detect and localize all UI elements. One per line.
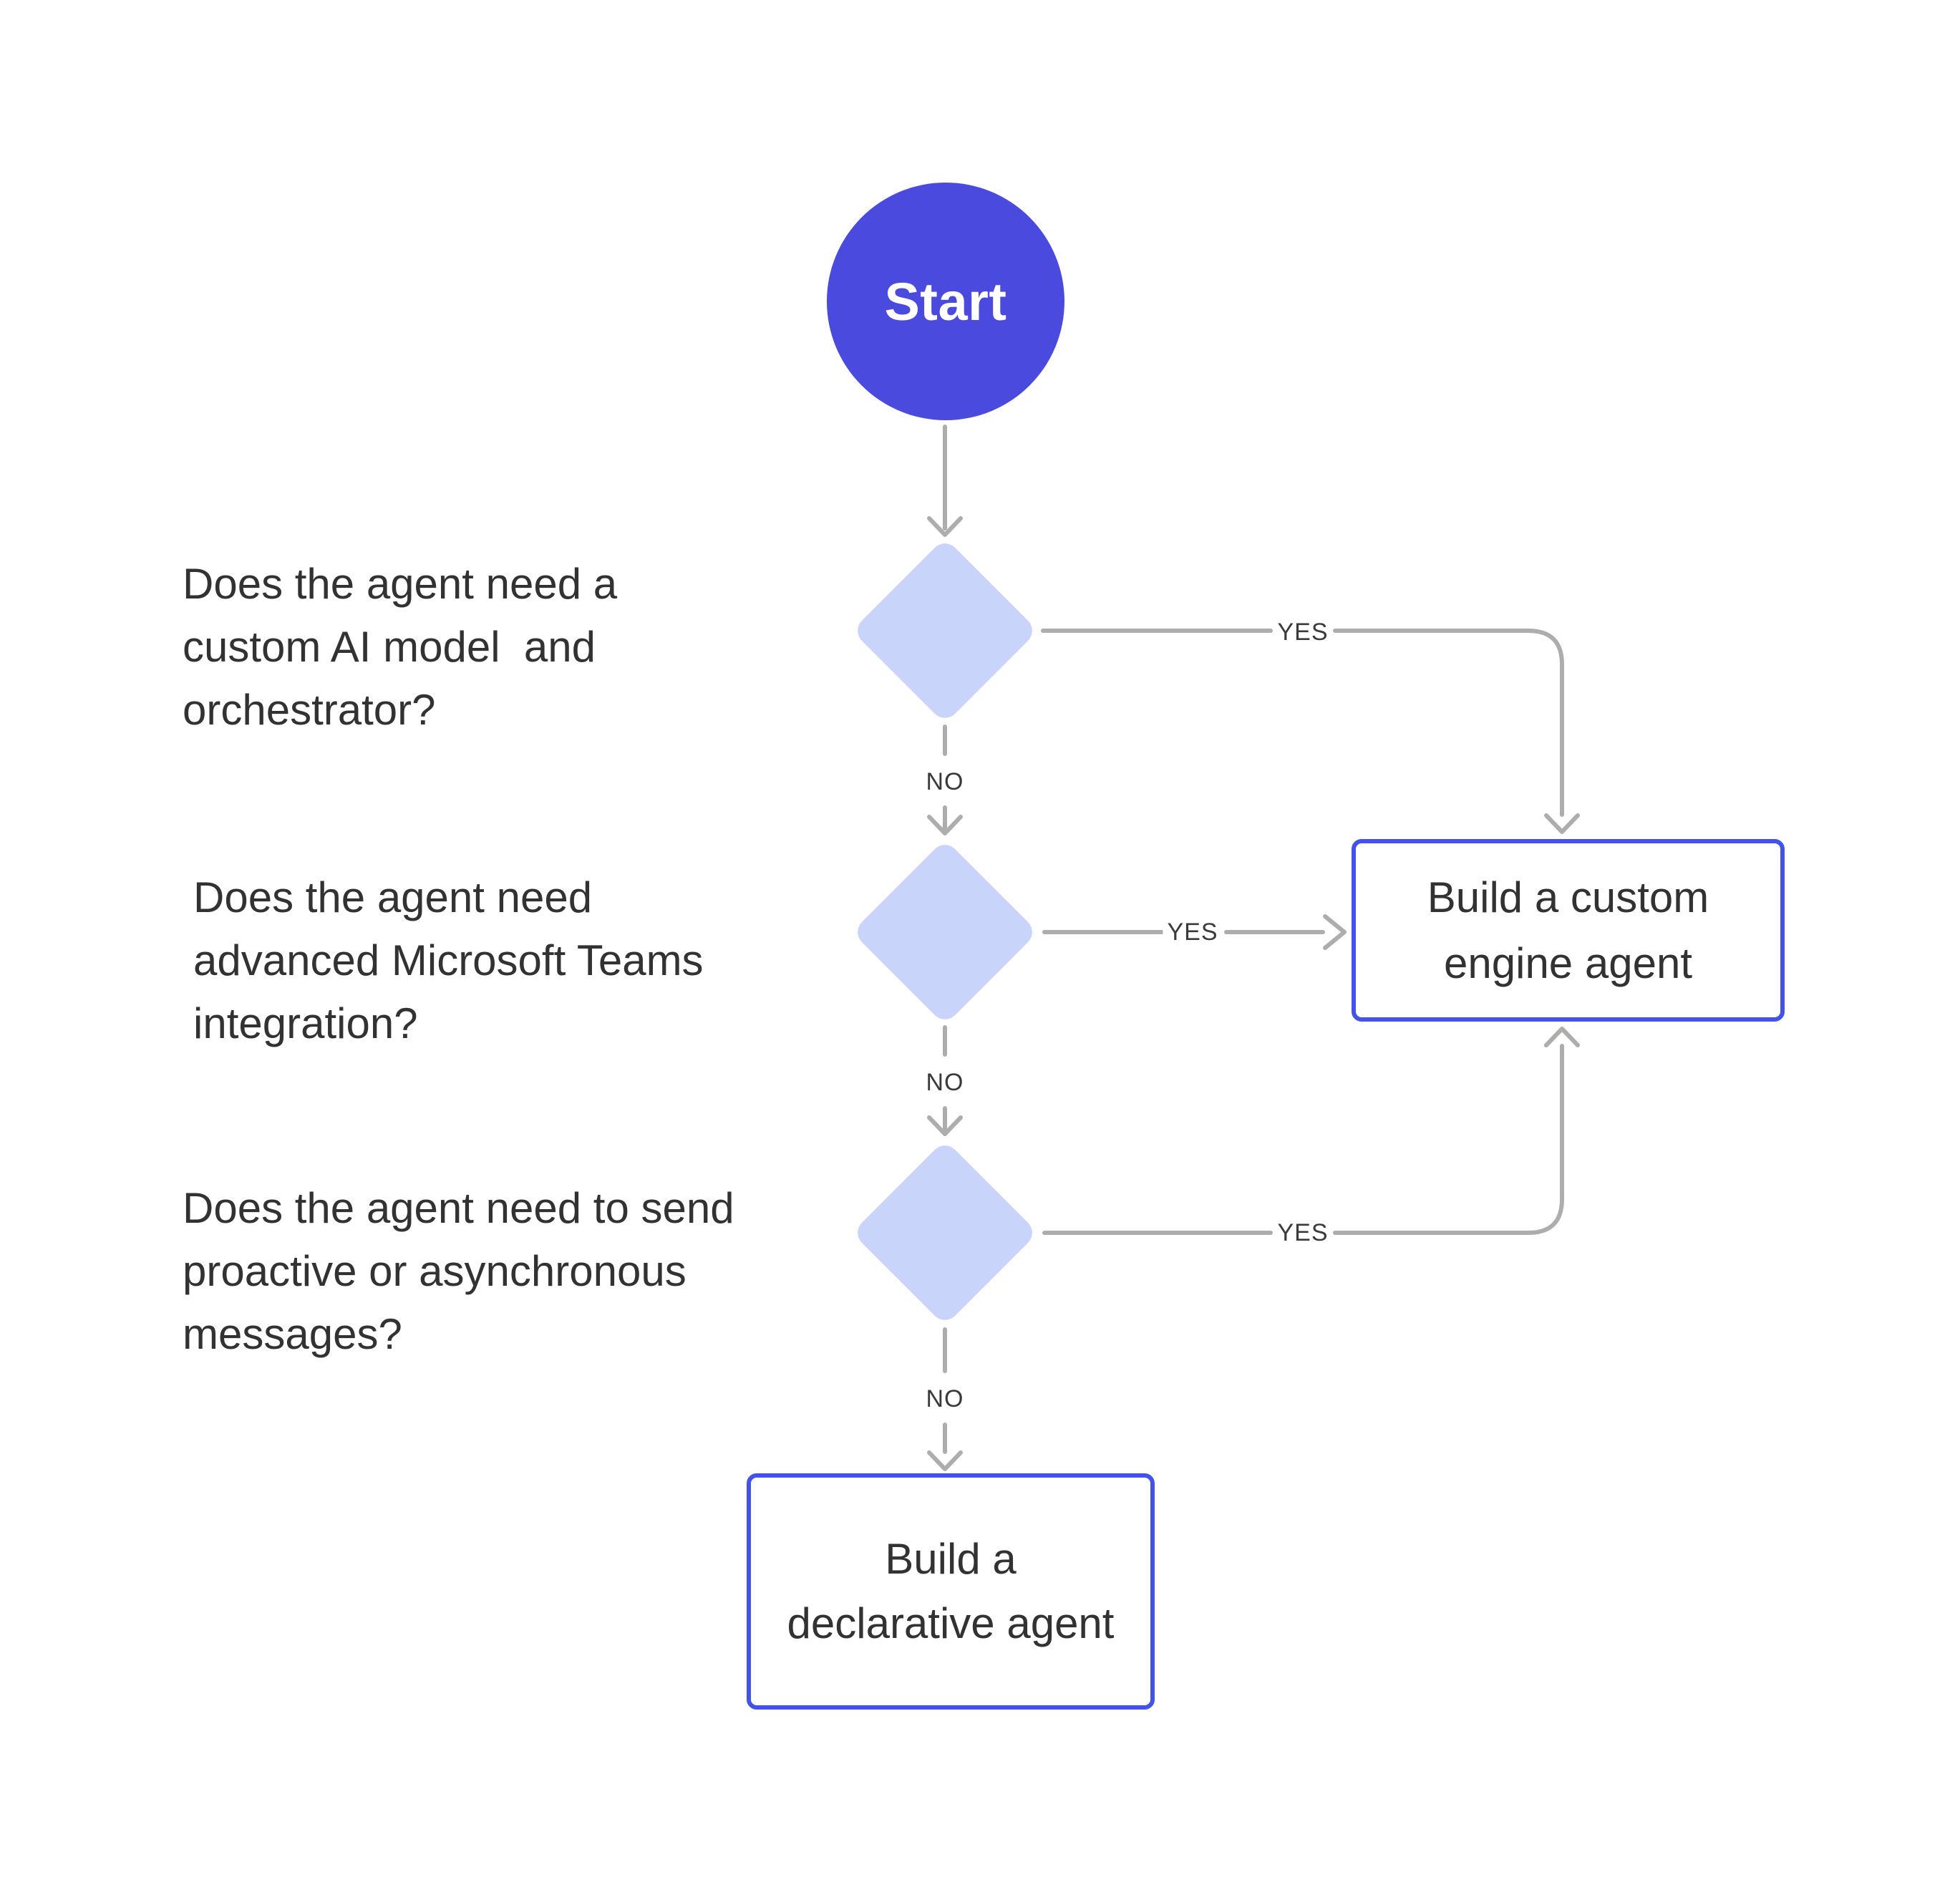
question-2: Does the agent need advanced Microsoft T…: [193, 866, 704, 1055]
question-2-line-1: Does the agent need: [193, 873, 593, 921]
edge-start-to-decision1: [927, 425, 963, 537]
question-1-line-2: custom AI model and: [183, 623, 596, 671]
arrowhead-down-icon: [927, 516, 963, 537]
question-3-line-3: messages?: [183, 1310, 402, 1358]
outcome-custom-engine-line-2: engine agent: [1444, 939, 1692, 987]
outcome-declarative-agent: Build a declarative agent: [747, 1473, 1155, 1710]
outcome-declarative-line-2: declarative agent: [787, 1599, 1115, 1647]
question-2-line-2: advanced Microsoft Teams: [193, 936, 704, 984]
edge-label-yes-2: YES: [1163, 919, 1223, 946]
outcome-custom-engine-line-1: Build a custom: [1427, 873, 1709, 921]
edge-no2: [927, 1025, 963, 1136]
edge-no1: [927, 724, 963, 835]
arrowhead-right-icon: [1323, 914, 1347, 950]
question-1-line-1: Does the agent need a: [183, 560, 618, 608]
question-1: Does the agent need a custom AI model an…: [183, 553, 617, 742]
question-3: Does the agent need to send proactive or…: [183, 1177, 734, 1366]
arrowhead-down-icon: [927, 815, 963, 835]
question-1-line-3: orchestrator?: [183, 686, 436, 734]
arrowhead-down-icon: [927, 1115, 963, 1136]
edge-label-yes-3: YES: [1273, 1219, 1333, 1246]
question-2-line-3: integration?: [193, 999, 418, 1047]
edge-yes3: [1042, 1027, 1580, 1235]
edge-label-yes-1: YES: [1273, 619, 1333, 646]
outcome-custom-engine-agent: Build a custom engine agent: [1352, 839, 1785, 1022]
edge-label-no-3: NO: [921, 1385, 969, 1412]
arrowhead-up-icon: [1544, 1027, 1580, 1047]
edge-yes2: [1042, 914, 1347, 950]
start-node: Start: [827, 183, 1064, 420]
arrowhead-down-icon: [1544, 813, 1580, 834]
edge-label-no-1: NO: [921, 768, 969, 795]
edge-no3: [927, 1327, 963, 1471]
outcome-declarative-line-1: Build a: [885, 1535, 1017, 1583]
question-3-line-2: proactive or asynchronous: [183, 1247, 687, 1295]
question-3-line-1: Does the agent need to send: [183, 1184, 734, 1232]
edge-label-no-2: NO: [921, 1069, 969, 1096]
start-node-label: Start: [884, 271, 1007, 331]
arrowhead-down-icon: [927, 1450, 963, 1471]
edge-yes1: [1041, 629, 1580, 834]
